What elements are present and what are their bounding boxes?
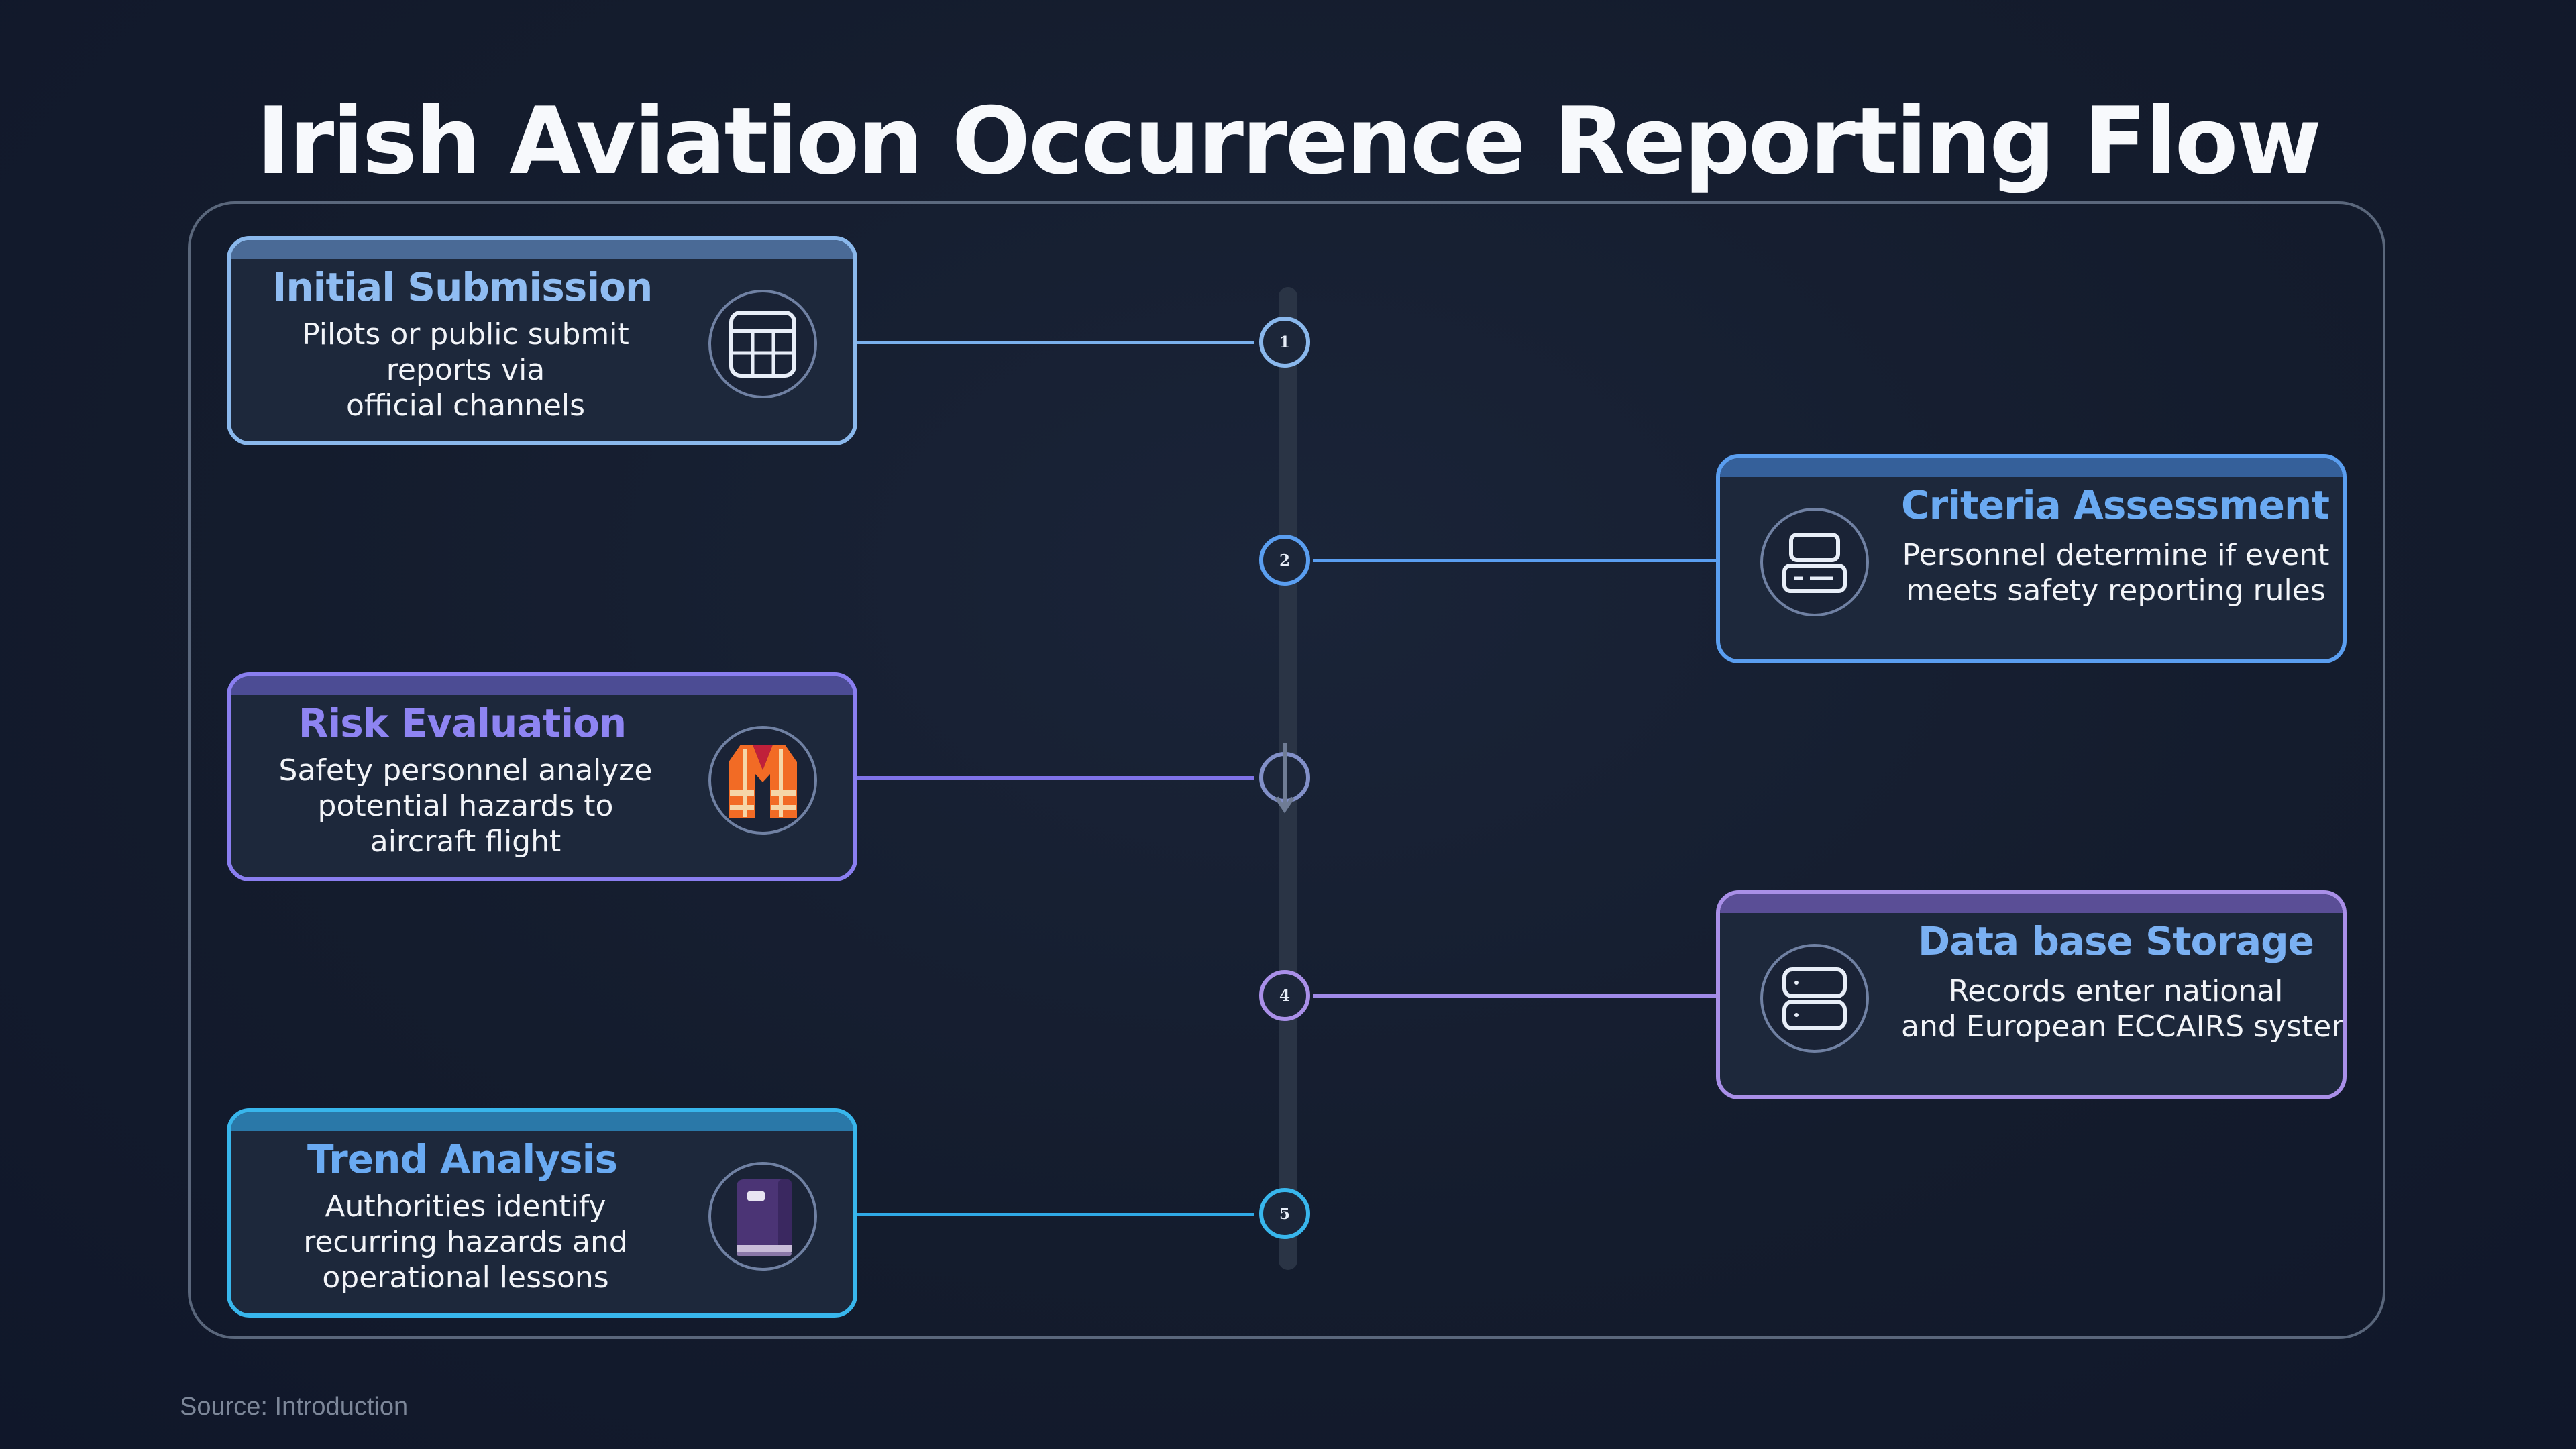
card-title: Trend Analysis	[307, 1136, 618, 1182]
card-title: Initial Submission	[272, 264, 653, 310]
description-line: Personnel determine if event	[1902, 538, 2330, 572]
step-number-1: 1	[1279, 333, 1290, 352]
source-caption: Source: Introduction	[180, 1393, 409, 1421]
step-node-4: 4	[1259, 970, 1310, 1021]
description-line: official channels	[345, 388, 586, 423]
description-line: aircraft flight	[370, 824, 561, 859]
card-description: Records enter national and European ECCA…	[1901, 973, 2347, 1044]
safety-vest-icon	[708, 726, 817, 835]
connector-step-3	[857, 776, 1254, 780]
card-title: Criteria Assessment	[1901, 482, 2330, 528]
card-description: Safety personnel analyze potential hazar…	[244, 753, 687, 859]
step-card-risk-evaluation: Risk Evaluation Safety personnel analyze…	[227, 672, 857, 881]
connector-step-4	[1313, 994, 1717, 998]
card-description: Authorities identify recurring hazards a…	[244, 1189, 687, 1295]
card-header-band	[1720, 458, 2343, 477]
description-line: Records enter national	[1948, 974, 2284, 1008]
description-line: Authorities identify	[325, 1189, 606, 1224]
step-card-database-storage: Data base Storage Records enter national…	[1716, 890, 2347, 1099]
card-title: Risk Evaluation	[298, 700, 627, 746]
card-header-band	[231, 1112, 853, 1131]
step-node-5: 5	[1259, 1188, 1310, 1239]
description-line: reports via	[386, 353, 545, 387]
step-node-1: 1	[1259, 317, 1310, 368]
step-card-criteria-assessment: Criteria Assessment Personnel determine …	[1716, 454, 2347, 663]
step-node-2: 2	[1259, 535, 1310, 586]
step-card-initial-submission: Initial Submission Pilots or public subm…	[227, 236, 857, 445]
card-header-band	[231, 240, 853, 259]
step-card-trend-analysis: Trend Analysis Authorities identify recu…	[227, 1108, 857, 1318]
table-grid-icon	[708, 290, 817, 398]
connector-step-5	[857, 1213, 1254, 1216]
description-line: meets safety reporting rules	[1906, 574, 2326, 608]
page-title: Irish Aviation Occurrence Reporting Flow	[256, 87, 2322, 195]
card-header-band	[231, 676, 853, 695]
step-number-2: 2	[1279, 551, 1290, 570]
step-node-3	[1259, 743, 1310, 814]
down-arrow-icon	[1275, 743, 1295, 814]
notebook-icon	[708, 1162, 817, 1271]
connector-step-1	[857, 341, 1254, 344]
card-header-band	[1720, 894, 2343, 913]
card-description: Personnel determine if event meets safet…	[1901, 537, 2330, 608]
card-description: Pilots or public submit reports via offi…	[244, 317, 687, 423]
description-line: Safety personnel analyze	[278, 753, 653, 788]
server-rack-icon	[1760, 508, 1869, 616]
description-line: operational lessons	[322, 1260, 609, 1295]
connector-step-2	[1313, 559, 1717, 562]
diagram-frame	[188, 201, 2385, 1339]
database-server-icon	[1760, 944, 1869, 1053]
description-line: recurring hazards and	[303, 1225, 628, 1259]
description-line: Pilots or public submit	[302, 317, 629, 352]
step-number-4: 4	[1279, 986, 1290, 1005]
description-line: and European ECCAIRS systems	[1901, 1010, 2347, 1044]
step-number-5: 5	[1279, 1204, 1290, 1223]
card-title: Data base Storage	[1918, 918, 2314, 964]
description-line: potential hazards to	[317, 789, 614, 823]
